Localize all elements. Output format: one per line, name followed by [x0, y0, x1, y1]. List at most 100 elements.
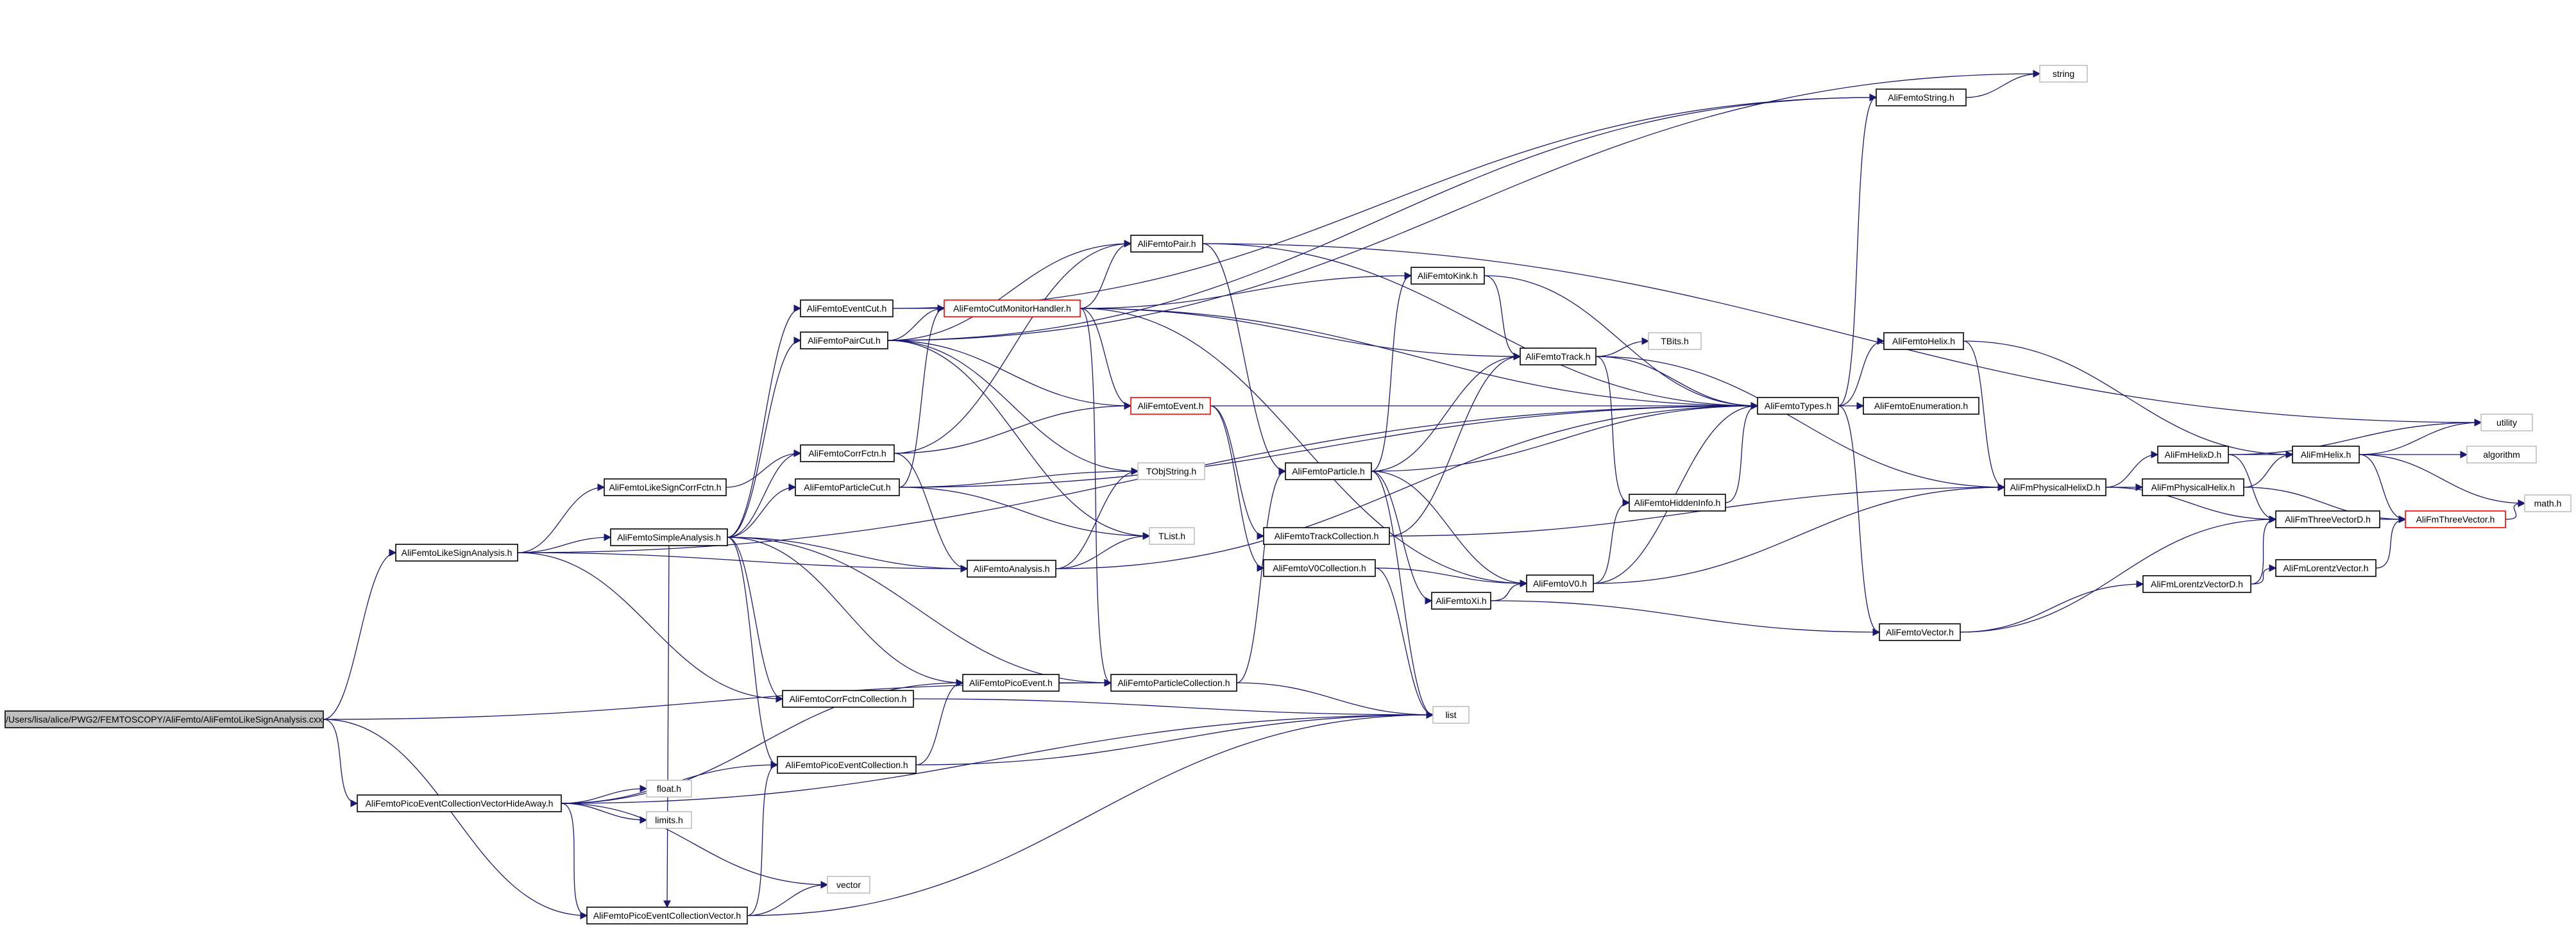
- node-threevec[interactable]: AliFmThreeVector.h: [2405, 510, 2506, 528]
- dependency-edge: [1210, 405, 1265, 572]
- node-box: [1130, 235, 1203, 253]
- node-track[interactable]: AliFemtoTrack.h: [1520, 347, 1597, 365]
- node-box: [2275, 510, 2380, 528]
- node-simpleanalysis[interactable]: AliFemtoSimpleAnalysis.h: [610, 528, 728, 546]
- node-enumeration[interactable]: AliFemtoEnumeration.h: [1863, 397, 1979, 415]
- dependency-edge: [1375, 567, 1434, 719]
- node-box: [1629, 494, 1726, 512]
- node-label: AliFemtoTypes.h: [1765, 401, 1831, 411]
- node-femtovector[interactable]: AliFemtoVector.h: [1879, 623, 1961, 641]
- node-femtostring[interactable]: AliFemtoString.h: [1876, 88, 1967, 106]
- node-analysis[interactable]: AliFemtoAnalysis.h: [967, 560, 1056, 578]
- dependency-edge: [1236, 467, 1287, 683]
- dependency-edge: [1484, 275, 1759, 410]
- node-box: [2157, 446, 2229, 464]
- dependency-edge: [725, 449, 802, 488]
- node-box: [1879, 623, 1961, 641]
- dependency-edge: [887, 340, 1139, 475]
- dependency-edge: [2243, 451, 2294, 488]
- dependency-edge: [894, 453, 969, 573]
- node-particlecoll[interactable]: AliFemtoParticleCollection.h: [1110, 674, 1237, 692]
- node-picoeventcoll[interactable]: AliFemtoPicoEventCollection.h: [777, 756, 917, 774]
- node-particle[interactable]: AliFemtoParticle.h: [1285, 462, 1372, 480]
- node-tbits: TBits.h: [1648, 332, 1702, 350]
- node-box: [944, 299, 1081, 317]
- node-xi[interactable]: AliFemtoXi.h: [1431, 592, 1491, 610]
- dependency-edge: [1055, 467, 1139, 569]
- node-particlecut[interactable]: AliFemtoParticleCut.h: [795, 478, 900, 496]
- node-corrfctn[interactable]: AliFemtoCorrFctn.h: [800, 444, 895, 462]
- node-trackcoll[interactable]: AliFemtoTrackCollection.h: [1263, 527, 1390, 545]
- node-paircut[interactable]: AliFemtoPairCut.h: [800, 331, 888, 349]
- node-box: [1110, 674, 1237, 692]
- node-label: AliFemtoPair.h: [1137, 239, 1196, 249]
- dependency-edge: [899, 487, 1151, 540]
- dependency-edge: [1371, 402, 1759, 472]
- dependency-edge: [747, 881, 829, 916]
- dependency-edge: [663, 545, 671, 908]
- dependency-edge: [1595, 356, 1631, 506]
- node-event[interactable]: AliFemtoEvent.h: [1130, 397, 1211, 415]
- node-picocoll-hide[interactable]: AliFemtoPicoEventCollectionVectorHideAwa…: [357, 794, 562, 812]
- node-label: math.h: [2534, 498, 2562, 508]
- dependency-edge: [1595, 356, 1759, 410]
- node-femtohelix[interactable]: AliFemtoHelix.h: [1883, 332, 1964, 350]
- node-box: [2039, 65, 2088, 83]
- node-types[interactable]: AliFemtoTypes.h: [1757, 397, 1839, 415]
- node-pair[interactable]: AliFemtoPair.h: [1130, 235, 1203, 253]
- node-label: AliFemtoSimpleAnalysis.h: [617, 532, 721, 542]
- dependency-edge: [1593, 483, 2006, 584]
- node-picocoll-vec[interactable]: AliFemtoPicoEventCollectionVector.h: [586, 907, 748, 925]
- node-threevecd[interactable]: AliFmThreeVectorD.h: [2275, 510, 2380, 528]
- dependency-edge: [727, 337, 802, 538]
- node-cutmonitor[interactable]: AliFemtoCutMonitorHandler.h: [944, 299, 1081, 317]
- node-label: AliFemtoEvent.h: [1138, 401, 1204, 411]
- dependency-edge: [887, 340, 1132, 410]
- node-box: [646, 811, 692, 829]
- node-helixd[interactable]: AliFmHelixD.h: [2157, 446, 2229, 464]
- node-eventcut[interactable]: AliFemtoEventCut.h: [800, 299, 894, 317]
- dependency-edge: [887, 94, 1877, 341]
- node-label: AliFmLorentzVectorD.h: [2151, 579, 2243, 589]
- node-string: string: [2039, 65, 2088, 83]
- node-label: TObjString.h: [1146, 466, 1196, 476]
- node-lorentzd[interactable]: AliFmLorentzVectorD.h: [2142, 575, 2251, 593]
- node-hiddeninfo[interactable]: AliFemtoHiddenInfo.h: [1629, 494, 1726, 512]
- node-box: [2142, 575, 2251, 593]
- node-v0coll[interactable]: AliFemtoV0Collection.h: [1263, 559, 1376, 577]
- node-label: AliFemtoKink.h: [1418, 271, 1478, 281]
- node-v0[interactable]: AliFemtoV0.h: [1526, 574, 1594, 592]
- dependency-edge: [1593, 499, 1631, 584]
- node-label: AliFemtoParticleCollection.h: [1117, 678, 1230, 688]
- node-kink[interactable]: AliFemtoKink.h: [1411, 267, 1485, 285]
- node-label: AliFemtoXi.h: [1436, 596, 1486, 606]
- node-box: [782, 690, 914, 708]
- dependency-edge: [887, 70, 2041, 341]
- node-fmhelix[interactable]: AliFmHelix.h: [2292, 446, 2360, 464]
- node-likesign-h[interactable]: AliFemtoLikeSignAnalysis.h: [395, 544, 518, 562]
- node-label: AliFmHelix.h: [2301, 449, 2351, 460]
- node-lorentz[interactable]: AliFmLorentzVector.h: [2275, 559, 2377, 577]
- node-physhelix[interactable]: AliFmPhysicalHelix.h: [2142, 478, 2244, 496]
- node-corrfctncoll[interactable]: AliFemtoCorrFctnCollection.h: [782, 690, 914, 708]
- dependency-edge: [727, 537, 1112, 687]
- node-physhelixd[interactable]: AliFmPhysicalHelixD.h: [2004, 478, 2106, 496]
- node-label: AliFemtoEnumeration.h: [1874, 401, 1968, 411]
- node-limits: limits.h: [646, 811, 692, 829]
- dependency-edge: [747, 761, 779, 916]
- node-root[interactable]: /Users/lisa/alice/PWG2/FEMTOSCOPY/AliFem…: [4, 710, 324, 728]
- dependency-edge: [913, 698, 1434, 719]
- dependency-edge: [517, 483, 606, 553]
- node-label: float.h: [657, 783, 681, 794]
- node-label: AliFemtoHelix.h: [1892, 336, 1955, 346]
- node-picoevent[interactable]: AliFemtoPicoEvent.h: [962, 674, 1060, 692]
- node-label: AliFemtoPicoEventCollectionVector.h: [593, 910, 741, 921]
- node-label: AliFemtoTrack.h: [1525, 351, 1590, 362]
- dependency-edge: [2228, 454, 2277, 523]
- node-label: TList.h: [1158, 531, 1185, 541]
- node-likesigncorr[interactable]: AliFemtoLikeSignCorrFctn.h: [604, 478, 727, 496]
- node-label: AliFemtoAnalysis.h: [973, 564, 1049, 574]
- dependency-edge: [727, 537, 969, 573]
- node-box: [2480, 414, 2533, 431]
- node-label: vector: [836, 880, 861, 890]
